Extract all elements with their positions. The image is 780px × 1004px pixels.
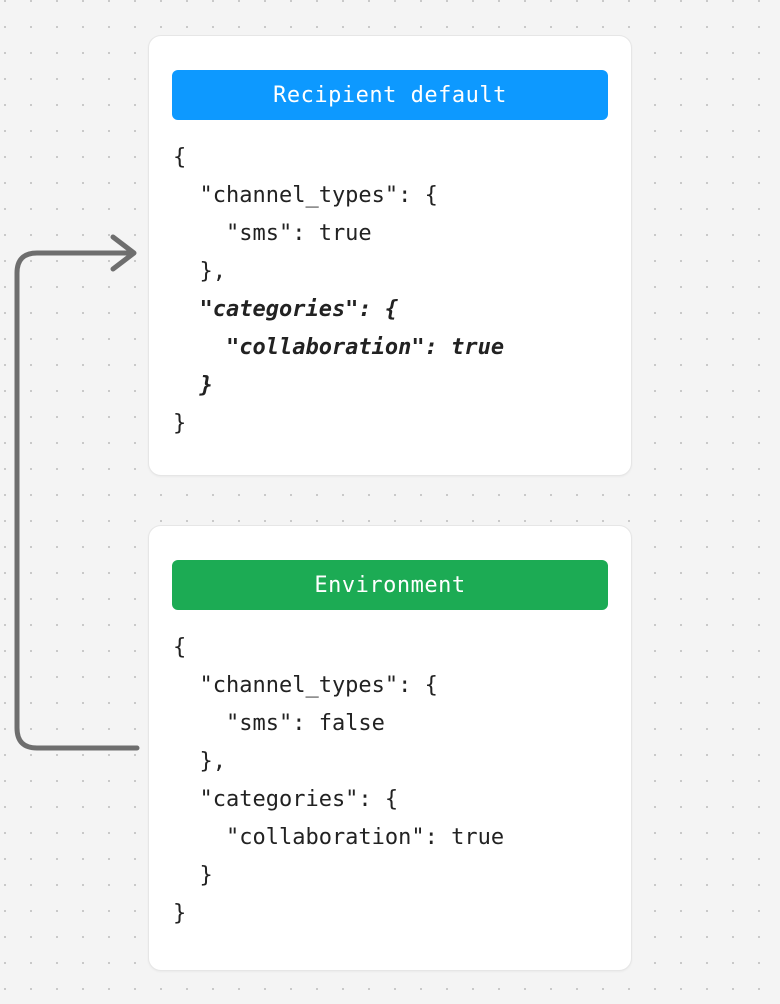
- code-line: "collaboration": true: [173, 335, 505, 360]
- code-line: "channel_types": {: [173, 183, 438, 208]
- code-line: "categories": {: [173, 297, 399, 322]
- code-line: }: [173, 373, 213, 398]
- code-line: "sms": false: [173, 711, 385, 736]
- override-arrow: [14, 234, 140, 751]
- code-line: },: [173, 259, 226, 284]
- code-line: {: [173, 145, 187, 170]
- code-line: "channel_types": {: [173, 673, 438, 698]
- code-line: },: [173, 749, 226, 774]
- code-line: }: [173, 863, 213, 888]
- code-line: "categories": {: [173, 787, 399, 812]
- card-recipient-default[interactable]: Recipient default { "channel_types": { "…: [148, 35, 632, 476]
- arrow-head-icon: [110, 234, 137, 272]
- code-block-environment: { "channel_types": { "sms": false }, "ca…: [173, 629, 615, 933]
- card-header-recipient-default: Recipient default: [172, 70, 608, 120]
- code-line: "sms": true: [173, 221, 372, 246]
- code-line: }: [173, 901, 187, 926]
- code-block-recipient-default: { "channel_types": { "sms": true }, "cat…: [173, 139, 615, 443]
- arrow-line: [14, 250, 140, 751]
- code-line: {: [173, 635, 187, 660]
- card-header-environment: Environment: [172, 560, 608, 610]
- code-line: "collaboration": true: [173, 825, 505, 850]
- card-header-label: Recipient default: [273, 82, 507, 108]
- card-header-label: Environment: [314, 572, 466, 598]
- card-environment[interactable]: Environment { "channel_types": { "sms": …: [148, 525, 632, 971]
- code-line: }: [173, 411, 187, 436]
